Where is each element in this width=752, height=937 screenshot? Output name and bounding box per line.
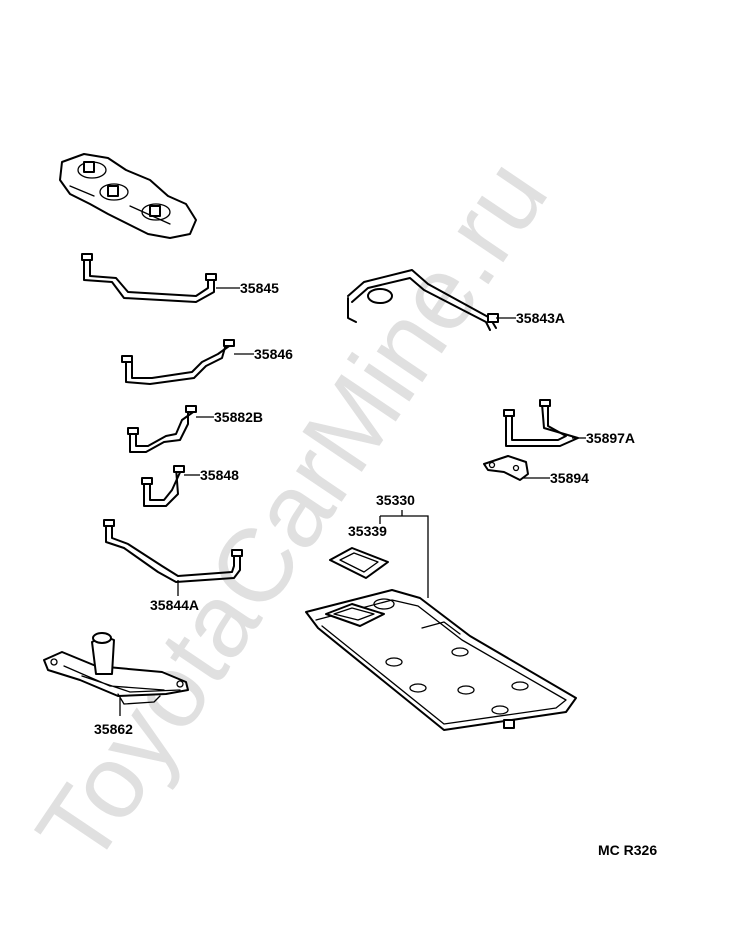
label-35845: 35845 bbox=[240, 280, 279, 296]
pipe-35882B-drawing bbox=[127, 405, 197, 453]
label-35846: 35846 bbox=[254, 346, 293, 362]
pipe-35846-drawing bbox=[121, 339, 235, 385]
label-35897A: 35897A bbox=[586, 430, 635, 446]
pipe-35845-drawing bbox=[81, 253, 217, 303]
label-35848: 35848 bbox=[200, 467, 239, 483]
bracket-35894-drawing bbox=[483, 455, 529, 481]
label-35894: 35894 bbox=[550, 470, 589, 486]
detent-plate-35862-drawing bbox=[43, 632, 189, 705]
label-35339: 35339 bbox=[348, 523, 387, 539]
label-35330: 35330 bbox=[376, 492, 415, 508]
valve-body-plate-drawing bbox=[59, 153, 197, 239]
label-35862: 35862 bbox=[94, 721, 133, 737]
diagram-code: MC R326 bbox=[598, 842, 657, 858]
pipe-35843A-drawing bbox=[347, 269, 499, 331]
watermark: ToyotaCarMine.ru bbox=[15, 140, 570, 885]
pipe-35848-drawing bbox=[141, 465, 185, 507]
label-35843A: 35843A bbox=[516, 310, 565, 326]
gasket-35339-drawing bbox=[329, 547, 389, 579]
pipe-35844A-drawing bbox=[103, 519, 243, 583]
label-35844A: 35844A bbox=[150, 597, 199, 613]
label-35882B: 35882B bbox=[214, 409, 263, 425]
pipe-35897A-drawing bbox=[503, 399, 579, 447]
strainer-35330-drawing bbox=[305, 589, 577, 731]
